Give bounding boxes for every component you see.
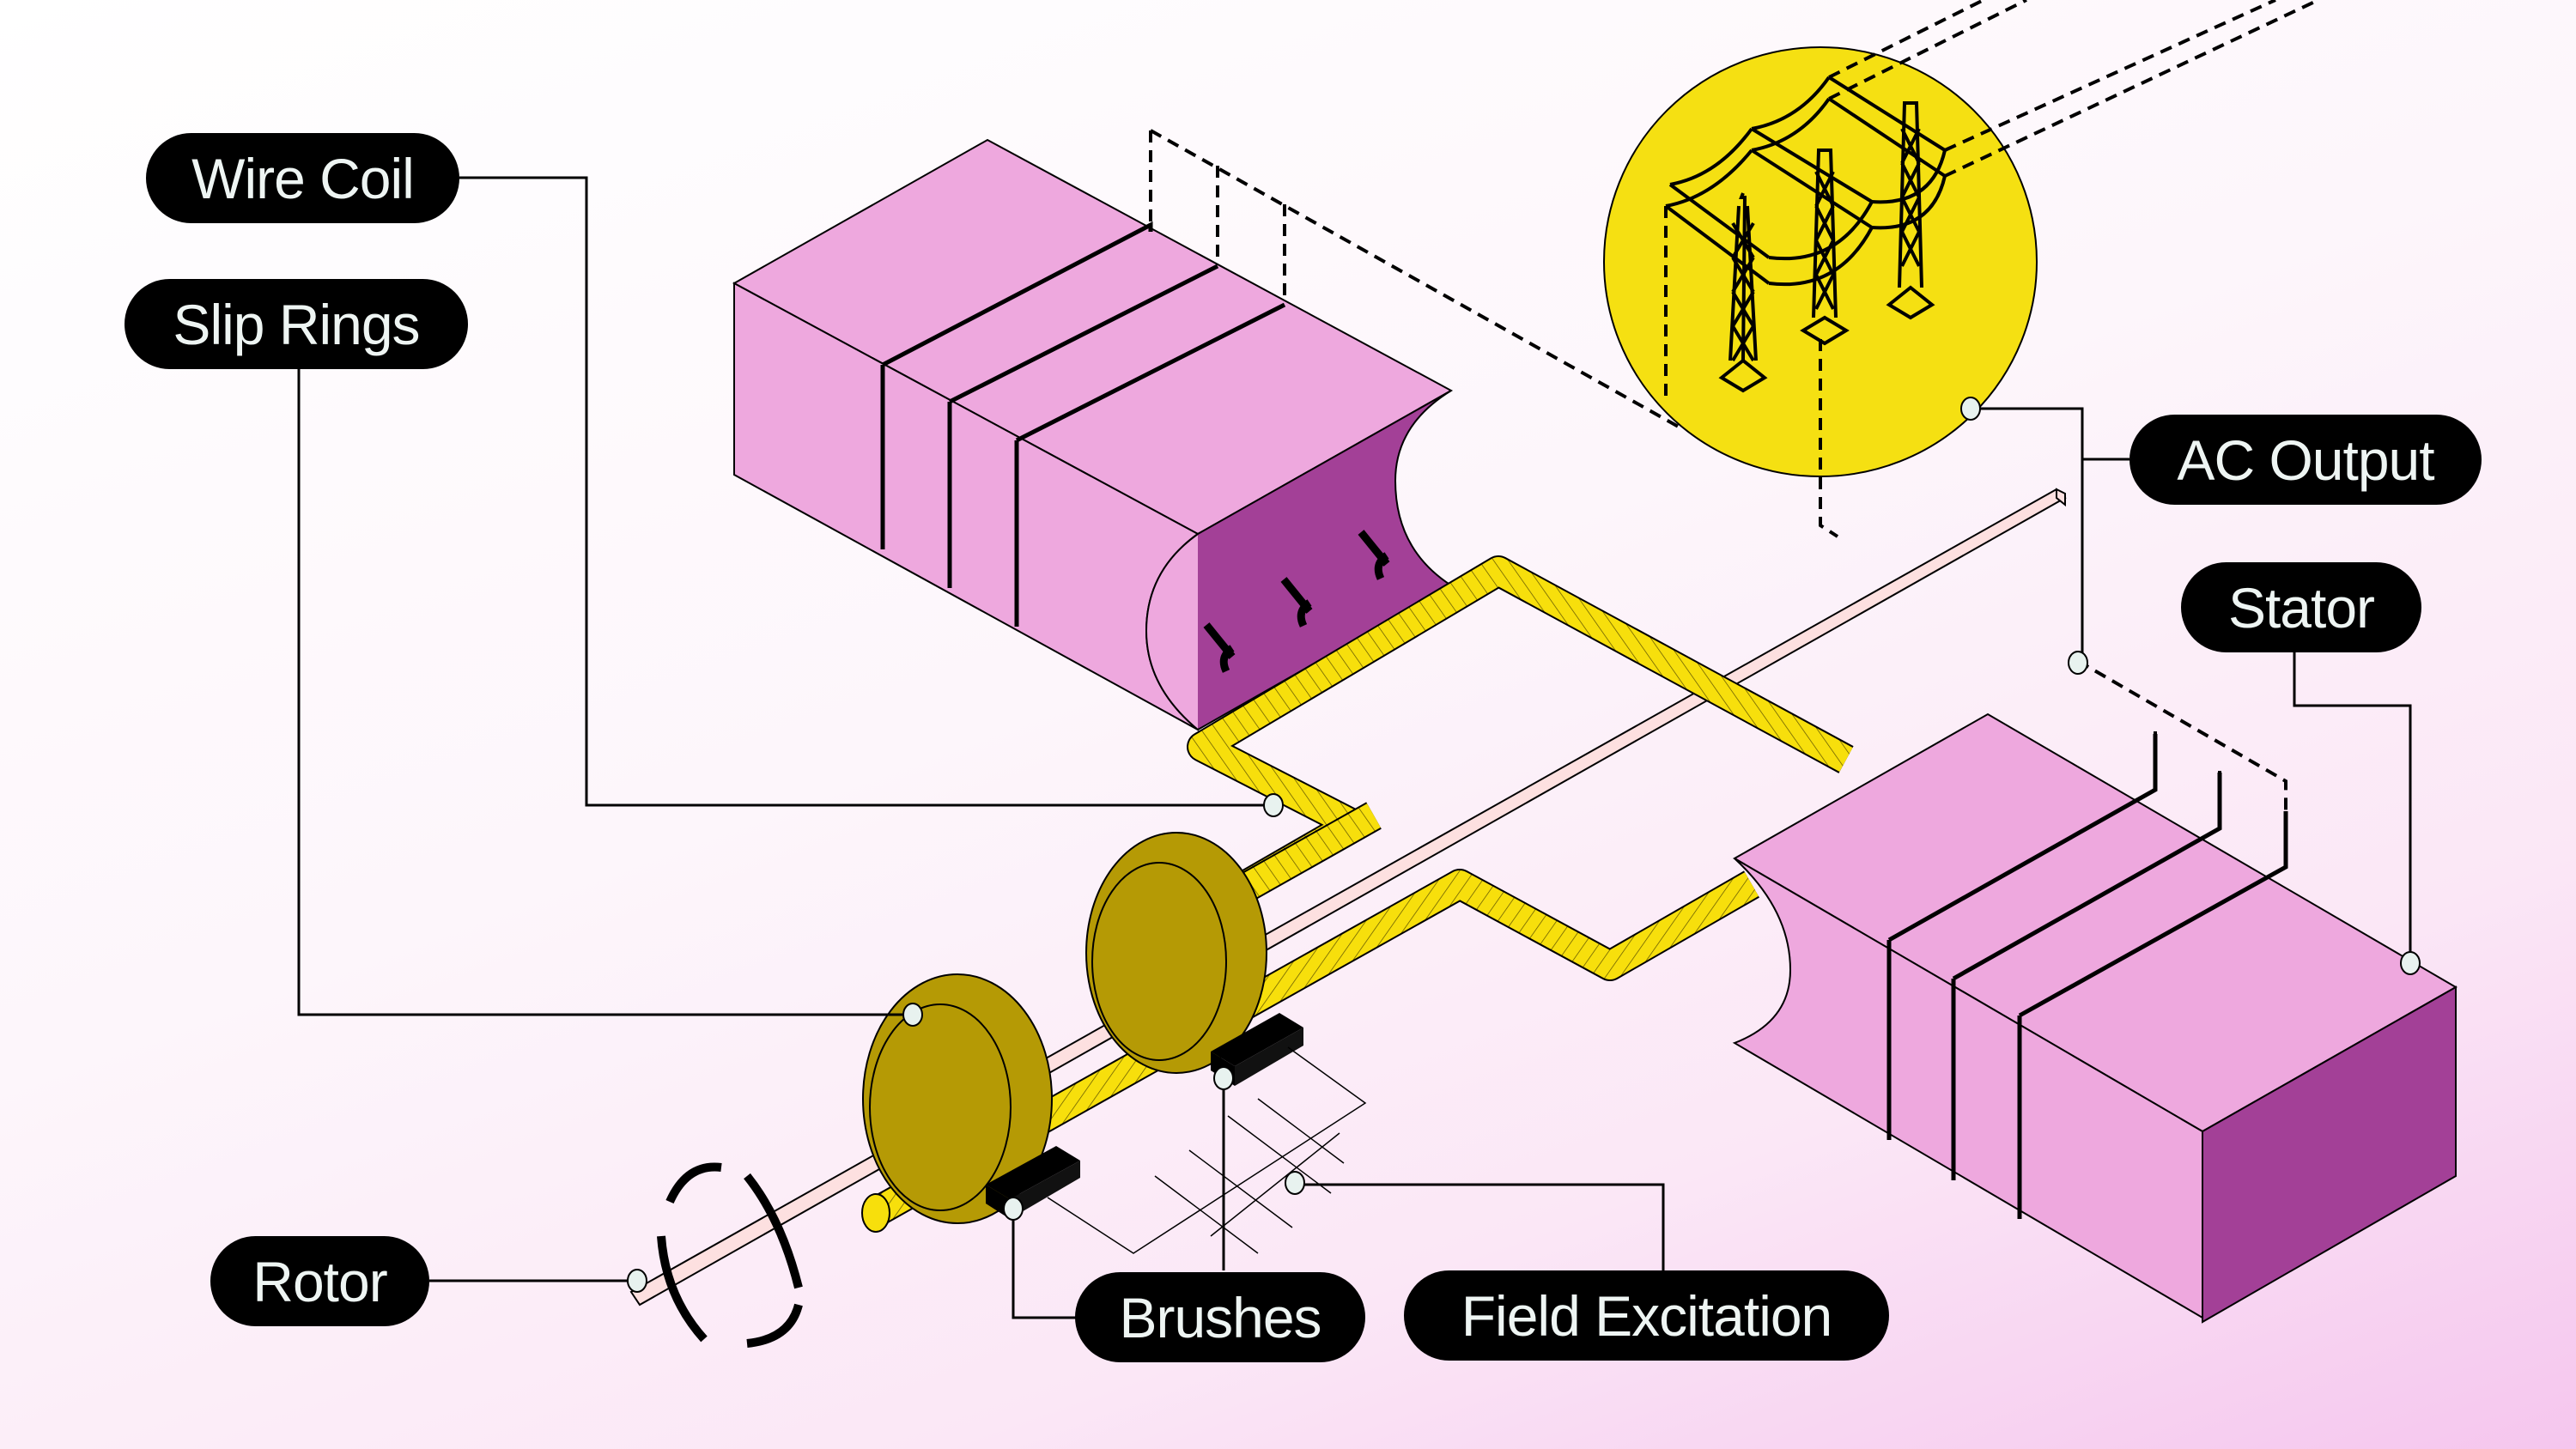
output-wires-left	[1149, 129, 1684, 431]
label-brushes-text: Brushes	[1119, 1285, 1321, 1349]
label-stator-text: Stator	[2227, 575, 2375, 640]
leader-lines	[297, 176, 2412, 1319]
marker-wire-coil	[1263, 793, 1284, 817]
transmission-tower-icon	[1664, 76, 1947, 393]
marker-stator	[2400, 951, 2421, 975]
field-excitation-circuit	[1047, 1046, 1367, 1254]
stator-left	[732, 138, 1454, 731]
rotation-arrow-icon	[657, 1162, 803, 1348]
marker-rotor	[627, 1269, 647, 1293]
label-ac-output: AC Output	[2129, 415, 2482, 505]
marker-brush-front	[1003, 1197, 1024, 1221]
slip-ring-front	[862, 973, 1053, 1224]
marker-ac-output	[1960, 397, 1981, 421]
marker-brush-back	[1213, 1066, 1234, 1090]
stator-right	[1732, 659, 2458, 1324]
label-field-excitation-text: Field Excitation	[1461, 1283, 1833, 1348]
label-brushes: Brushes	[1075, 1272, 1365, 1362]
label-wire-coil-text: Wire Coil	[191, 146, 415, 210]
marker-dots	[627, 397, 2421, 1293]
marker-field-excitation	[1285, 1171, 1305, 1195]
label-rotor: Rotor	[210, 1236, 429, 1326]
slip-ring-back	[1085, 832, 1267, 1074]
marker-ac-output-wire	[2068, 651, 2088, 675]
magnetic-flux-arrow-icon	[1203, 530, 1390, 673]
label-rotor-text: Rotor	[252, 1249, 387, 1313]
label-stator: Stator	[2181, 562, 2421, 652]
label-slip-rings-text: Slip Rings	[173, 292, 420, 356]
marker-slip-rings	[902, 1003, 923, 1027]
label-wire-coil: Wire Coil	[146, 133, 459, 223]
label-slip-rings: Slip Rings	[125, 279, 468, 369]
ac-output-circle	[1603, 0, 2319, 538]
label-ac-output-text: AC Output	[2177, 427, 2434, 492]
label-field-excitation: Field Excitation	[1404, 1270, 1889, 1361]
